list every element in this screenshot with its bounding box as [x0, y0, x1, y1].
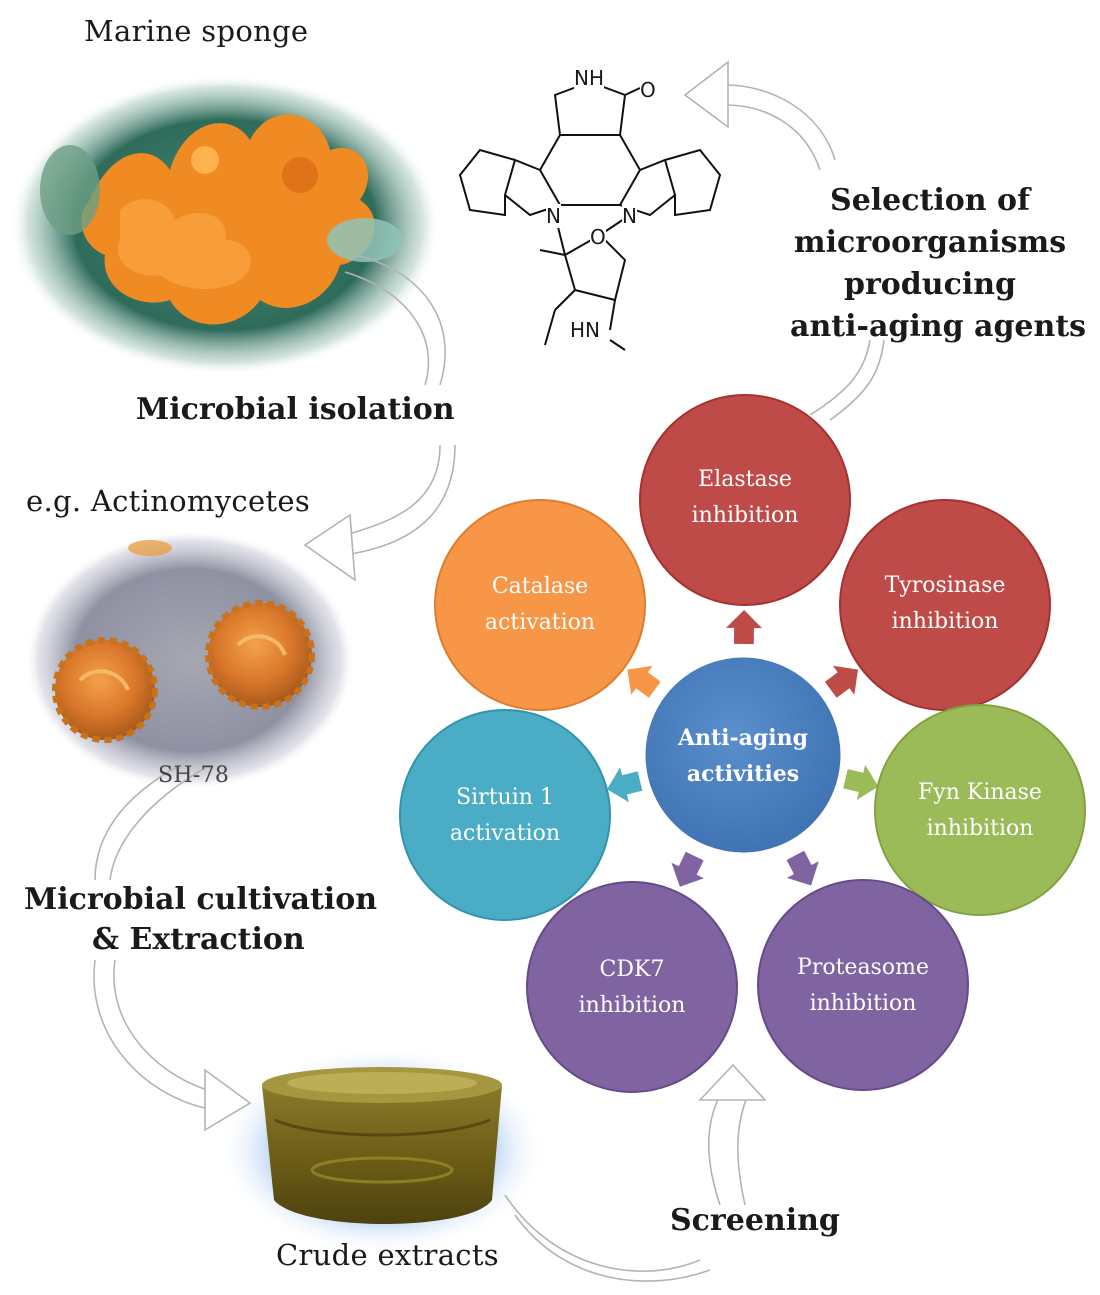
arrow-screening-to-activities [708, 1094, 721, 1206]
selection-label-line1: Selection of [830, 183, 1030, 218]
activity-label-line1: Sirtuin 1 [456, 785, 554, 810]
arrowhead-molecule [683, 60, 729, 129]
activity-wheel [399, 394, 1086, 1093]
microbial-isolation-label: Microbial isolation [136, 392, 455, 427]
connector-arrow-elastase [726, 610, 762, 645]
strain-code-label: SH-78 [158, 763, 230, 788]
activity-label-line1: Fyn Kinase [918, 780, 1042, 805]
activity-circle-proteasome [757, 879, 969, 1091]
cultivation-label-line1: Microbial cultivation [24, 882, 378, 917]
arrow-sponge-to-isolation [354, 254, 446, 386]
hub-label-line2: activities [686, 761, 800, 787]
activity-label-proteasome: Proteasome inhibition [768, 950, 958, 1022]
connector-arrow-tyrosinase [824, 665, 858, 698]
cultivation-label-line2: & Extraction [92, 922, 305, 957]
arrow-selection-to-molecule-outer [724, 104, 821, 171]
hub-circle [640, 652, 846, 858]
hub-label-line1: Anti-aging [677, 725, 809, 751]
activity-label-line2: activation [449, 821, 561, 846]
activity-circle-elastase [639, 394, 851, 606]
activity-label-cdk7: CDK7 inhibition [537, 952, 727, 1024]
actinomycetes-plate-photo [25, 530, 355, 790]
crude-extracts-label: Crude extracts [276, 1238, 499, 1272]
crude-extract-photo [217, 1045, 547, 1255]
selection-label: Selection of microorganisms producing an… [790, 180, 1087, 348]
marine-sponge-label: Marine sponge [84, 14, 309, 48]
activity-label-line1: CDK7 [599, 957, 665, 982]
molecule-structure [458, 80, 722, 351]
connector-arrow-fyn-kinase [843, 764, 879, 800]
arrow-extract-to-screening [504, 1194, 701, 1272]
selection-label-line2: microorganisms [793, 225, 1067, 260]
arrow-isolation-to-actinomycetes-outer [344, 444, 456, 556]
connector-arrow-cdk7 [671, 851, 704, 887]
activity-label-tyrosinase: Tyrosinase inhibition [850, 568, 1040, 640]
arrowhead-extract [204, 1068, 252, 1132]
selection-label-line4: anti-aging agents [790, 309, 1087, 344]
activity-label-line2: inhibition [691, 503, 799, 528]
activity-label-line2: activation [484, 610, 596, 635]
activity-label-line2: inhibition [578, 993, 686, 1018]
atom-hn: HN [570, 318, 600, 342]
hub-label: Anti-aging activities [648, 720, 838, 792]
activity-label-line1: Elastase [698, 467, 792, 492]
atom-n-left: N [546, 204, 561, 228]
screening-label: Screening [670, 1203, 840, 1238]
connector-arrow-sirtuin [607, 767, 643, 803]
activity-label-line1: Proteasome [797, 955, 929, 980]
atom-o-carbonyl: O [640, 78, 656, 102]
arrow-extract-to-screening-outer [514, 1214, 711, 1282]
activity-circle-fyn-kinase [874, 704, 1086, 916]
activity-label-line2: inhibition [809, 991, 917, 1016]
activity-label-fyn-kinase: Fyn Kinase inhibition [885, 775, 1075, 847]
arrow-sponge-to-isolation-outer [344, 271, 430, 386]
activity-circle-catalase [434, 499, 646, 711]
activity-label-line2: inhibition [891, 609, 999, 634]
connector-arrow-catalase [627, 665, 661, 698]
atom-o-ring: O [590, 225, 606, 249]
actinomycetes-label: e.g. Actinomycetes [26, 484, 311, 518]
arrow-cultivation-to-extract [93, 959, 216, 1111]
activity-label-elastase: Elastase inhibition [650, 462, 840, 534]
atom-n-right: N [622, 204, 637, 228]
activity-label-line1: Tyrosinase [884, 573, 1006, 598]
marine-sponge-photo [10, 75, 440, 375]
activity-circle-cdk7 [526, 881, 738, 1093]
arrow-isolation-to-actinomycetes [344, 444, 441, 536]
activity-label-line2: inhibition [926, 816, 1034, 841]
arrow-screening-to-activities-outer [737, 1094, 749, 1206]
connector-arrow-proteasome [786, 850, 819, 886]
atom-nh: NH [574, 66, 604, 90]
arrowhead-activities [698, 1063, 767, 1101]
arrow-cultivation-to-extract-outer [113, 959, 216, 1093]
arrow-activities-to-selection-outer [829, 339, 885, 421]
selection-label-line3: producing [843, 267, 1017, 302]
activity-label-line1: Catalase [491, 574, 589, 599]
arrow-activities-to-selection [809, 339, 871, 416]
activity-label-catalase: Catalase activation [445, 569, 635, 641]
arrow-selection-to-molecule [724, 84, 836, 161]
arrow-plate-to-cultivation [94, 759, 191, 881]
arrowhead-actinomycetes [303, 513, 356, 582]
arrow-plate-to-cultivation-outer [109, 767, 206, 881]
activity-label-sirtuin: Sirtuin 1 activation [410, 780, 600, 852]
activity-circle-sirtuin [399, 709, 611, 921]
